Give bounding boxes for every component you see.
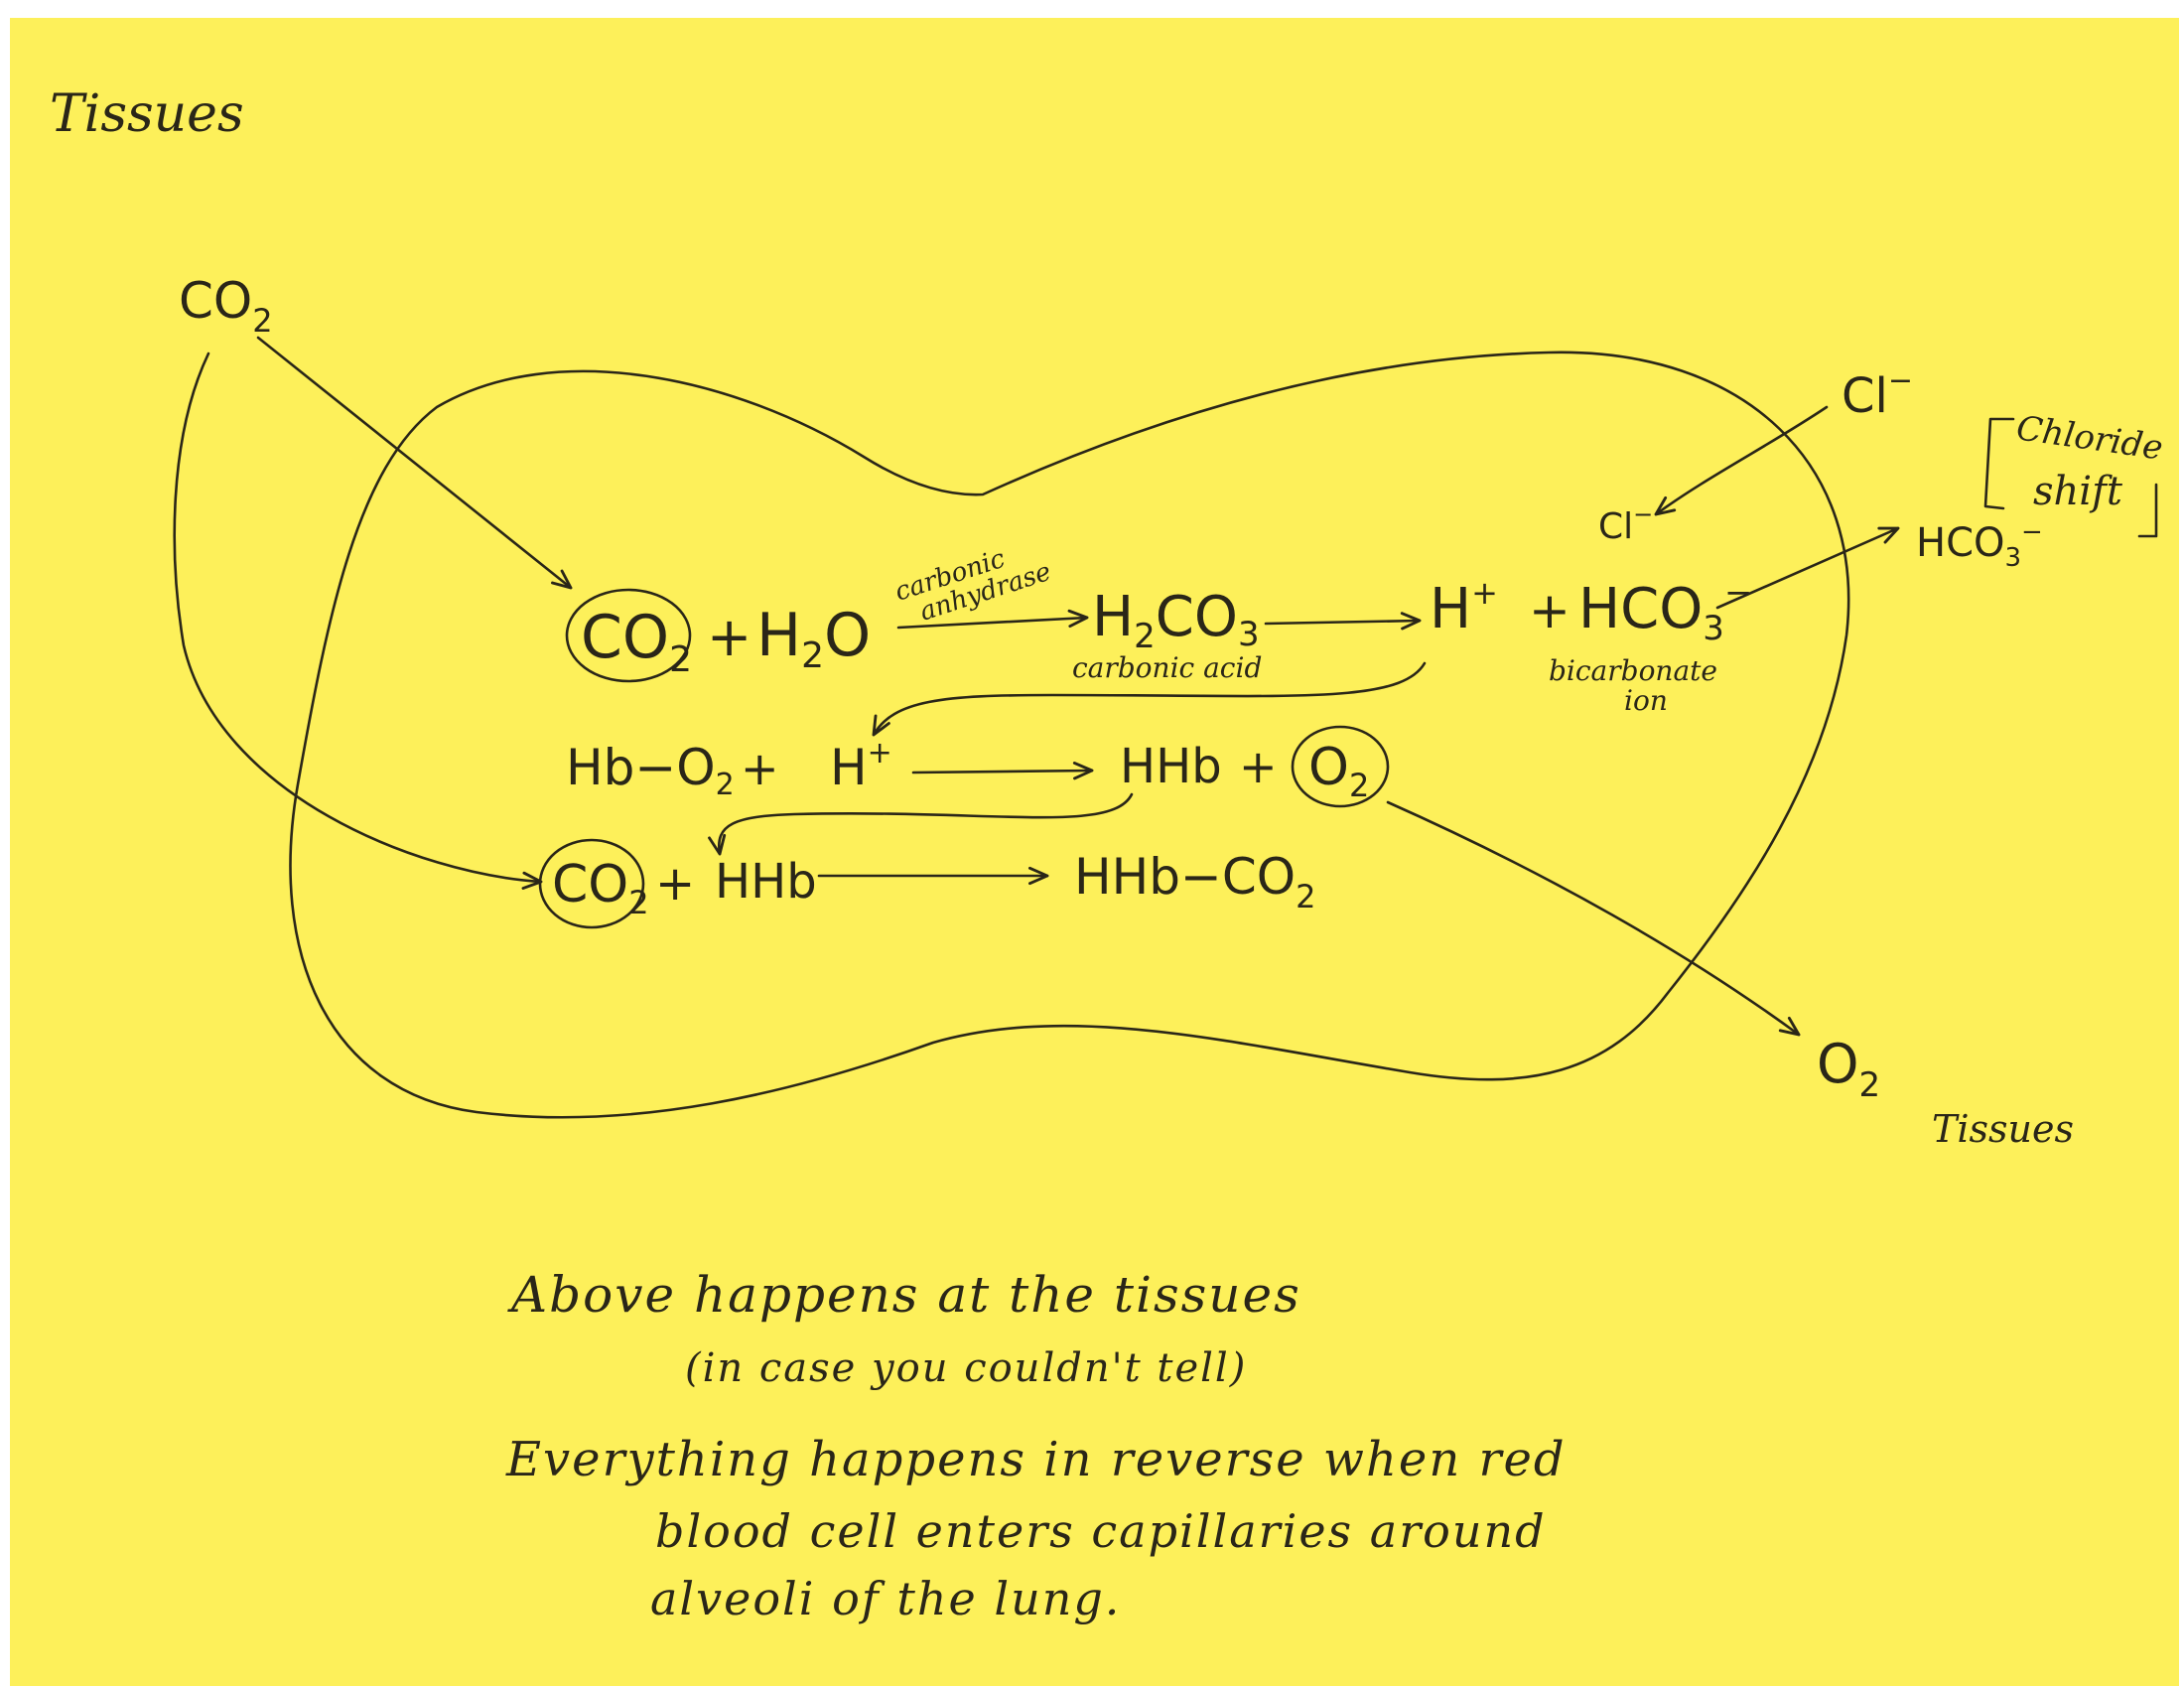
arrow-h2o-to-h2co3 xyxy=(896,609,1089,630)
co2-entry-arrow-bottom xyxy=(173,352,543,890)
co2-row1: CO2 xyxy=(581,603,692,680)
cl-outside: Cl− xyxy=(1842,363,1913,424)
plus-row2-a: + xyxy=(741,742,779,795)
arrow-row2 xyxy=(911,762,1094,780)
note-line-1: Above happens at the tissues xyxy=(511,1266,1301,1324)
arrow-hco3-exit xyxy=(1715,526,1900,610)
plus-row1-a: + xyxy=(707,606,751,668)
h2o-row1: H2O xyxy=(756,601,871,676)
hco3-outside: HCO3− xyxy=(1916,517,2043,573)
note-line-3: Everything happens in reverse when red xyxy=(506,1432,1567,1487)
bicarbonate-label-line1: bicarbonate xyxy=(1549,654,1717,687)
cl-inside: Cl− xyxy=(1598,500,1653,547)
chloride-shift-line2: shift xyxy=(2033,469,2123,514)
arrow-o2-exit xyxy=(1386,800,1801,1037)
o2-row2: O2 xyxy=(1308,738,1369,804)
arrow-cl-entry xyxy=(1654,405,1829,516)
hbo2-row2: Hb−O2 xyxy=(566,739,735,802)
chloride-shift-bracket-right xyxy=(2137,483,2158,538)
tissues-label-bottom: Tissues xyxy=(1932,1107,2074,1151)
arrow-h-ion-to-row2 xyxy=(872,661,1427,737)
h2co3-row1: H2CO3 xyxy=(1092,585,1260,656)
plus-row3: + xyxy=(655,856,695,912)
chloride-shift-line1: Chloride xyxy=(2014,408,2165,468)
chloride-shift-bracket-left xyxy=(1983,417,2015,510)
arrow-hhb-to-row3 xyxy=(708,792,1134,856)
co2-circle-row1 xyxy=(565,588,692,683)
co2-entry-arrow-top xyxy=(256,336,573,590)
hhb-row3: HHb xyxy=(715,854,817,910)
plus-row1-b: + xyxy=(1529,582,1570,639)
h-ion-row2: H+ xyxy=(830,736,892,796)
red-blood-cell-outline xyxy=(289,351,1850,1119)
plus-row2-b: + xyxy=(1239,740,1278,793)
co2-outside: CO2 xyxy=(179,272,273,340)
hco3-row1: HCO3− xyxy=(1578,573,1752,648)
arrow-h2co3-to-ions xyxy=(1264,612,1422,631)
note-line-5: alveoli of the lung. xyxy=(650,1572,1122,1625)
note-line-4: blood cell enters capillaries around xyxy=(655,1504,1547,1558)
h-ion-row1: H+ xyxy=(1430,574,1498,641)
yellow-paper xyxy=(10,18,2179,1686)
co2-row3: CO2 xyxy=(552,855,649,921)
note-line-2: (in case you couldn't tell) xyxy=(685,1345,1248,1391)
bicarbonate-label-line2: ion xyxy=(1624,684,1668,717)
o2-circle-row2 xyxy=(1291,725,1390,808)
co2-circle-row3 xyxy=(538,838,645,929)
hhb-row2: HHb xyxy=(1120,739,1222,794)
o2-outside: O2 xyxy=(1817,1033,1880,1105)
carbonic-acid-label: carbonic acid xyxy=(1072,651,1262,684)
hhb-co2-row3: HHb−CO2 xyxy=(1074,848,1315,915)
tissues-label-top: Tissues xyxy=(50,84,244,144)
